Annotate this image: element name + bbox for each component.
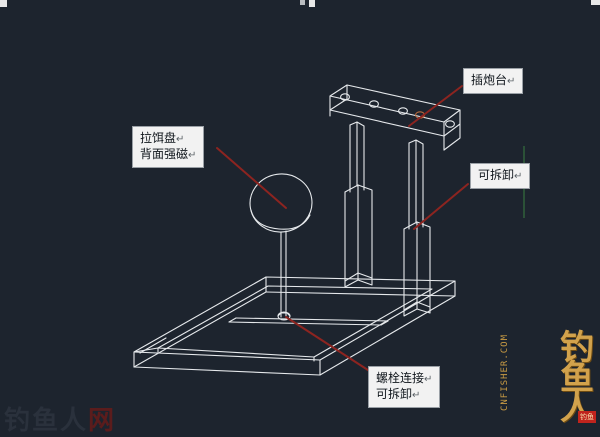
callout-pilcrow: ↵ [412, 390, 421, 401]
left-post-geometry [344, 121, 373, 288]
top-edge-fragment-right [591, 0, 600, 5]
top-edge-fragment-mid-small [300, 0, 305, 5]
callout-bolt-connection[interactable]: 螺栓连接↵ 可拆卸↵ [368, 366, 441, 408]
callout-cannon-line-1: 插炮台↵ [471, 73, 516, 87]
callout-bait-line-2: 背面强磁↵ [140, 147, 197, 161]
callout-pilcrow: ↵ [507, 76, 516, 87]
callout-bolt-line-2: 可拆卸↵ [376, 387, 421, 401]
right-post-geometry [403, 139, 431, 317]
bolt-geometry [277, 311, 291, 321]
leader-bolt [285, 316, 372, 373]
callout-bait-line-1: 拉饵盘↵ [140, 131, 185, 145]
callout-pilcrow: ↵ [176, 134, 185, 145]
bait-plate-geometry [249, 173, 313, 318]
callout-bolt-line-1: 螺栓连接↵ [376, 371, 433, 385]
isometric-assembly-drawing [133, 84, 461, 376]
callout-pilcrow: ↵ [188, 150, 197, 161]
callout-cannon-mount[interactable]: 插炮台↵ [463, 68, 524, 94]
callout-pilcrow: ↵ [424, 374, 433, 385]
bottom-left-accent: 网 [88, 406, 117, 436]
base-frame-geometry [133, 276, 456, 376]
bottom-left-clipped-text: 钓鱼人网 [4, 400, 116, 437]
bottom-left-value: 钓鱼人 [4, 406, 89, 436]
callout-detach-line-1: 可拆卸↵ [478, 168, 523, 182]
callout-pilcrow: ↵ [514, 171, 523, 182]
callout-bait-plate[interactable]: 拉饵盘↵ 背面强磁↵ [132, 126, 205, 168]
leader-detachable [413, 183, 469, 230]
leader-bait-plate [216, 147, 287, 209]
top-edge-fragment-mid [309, 0, 315, 7]
top-edge-fragment-left [0, 0, 7, 7]
callout-detachable[interactable]: 可拆卸↵ [470, 163, 531, 189]
leader-cannon-mount [408, 85, 463, 127]
callout-leader-lines [216, 85, 469, 373]
